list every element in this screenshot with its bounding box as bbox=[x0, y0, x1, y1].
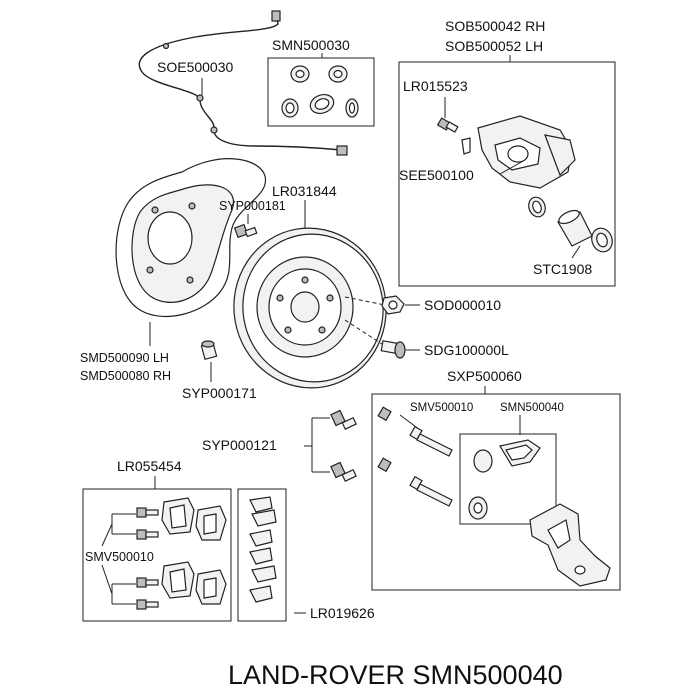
label-smv500010-b: SMV500010 bbox=[85, 550, 154, 564]
brake-pads-lower bbox=[161, 561, 227, 605]
guide-bolts-upper bbox=[377, 406, 453, 457]
brake-pads-upper bbox=[161, 497, 227, 541]
bleed-screw bbox=[436, 117, 459, 133]
seal-kit-box bbox=[267, 57, 375, 127]
label-lr055454: LR055454 bbox=[117, 458, 182, 474]
label-sob-lh: SOB500052 LH bbox=[445, 38, 543, 54]
bolt-syp000181 bbox=[233, 223, 258, 239]
guide-bolts-lower bbox=[377, 457, 453, 507]
brake-disc bbox=[233, 227, 387, 389]
footer-part-number: LAND-ROVER SMN500040 bbox=[228, 660, 563, 690]
leader-stc1908 bbox=[571, 245, 581, 259]
label-sdg100000l: SDG100000L bbox=[424, 342, 509, 358]
label-lr015523: LR015523 bbox=[403, 78, 468, 94]
leader-sdg-dash bbox=[344, 319, 386, 347]
label-smn500040: SMN500040 bbox=[500, 402, 564, 414]
label-sxp500060: SXP500060 bbox=[447, 368, 522, 384]
bolt-syp000171 bbox=[200, 340, 218, 361]
wear-sensor-cable bbox=[138, 10, 348, 156]
label-soe500030: SOE500030 bbox=[157, 59, 233, 75]
label-stc1908: STC1908 bbox=[533, 261, 592, 277]
label-see500100: SEE500100 bbox=[399, 167, 474, 183]
bolts-syp000121 bbox=[330, 409, 357, 482]
label-lr031844: LR031844 bbox=[272, 183, 337, 199]
slide-pin-kit-box bbox=[459, 433, 557, 525]
pad-bolts bbox=[136, 507, 159, 610]
label-syp000171: SYP000171 bbox=[182, 385, 257, 401]
leader-see500100 bbox=[499, 159, 526, 175]
leader-smv500010-b-lower bbox=[101, 564, 136, 605]
label-sob-rh: SOB500042 RH bbox=[445, 18, 545, 34]
carrier-box bbox=[371, 393, 621, 591]
caliper-carrier bbox=[529, 503, 611, 587]
bolt-sdg100000l bbox=[380, 340, 406, 359]
label-smd-rh: SMD500080 RH bbox=[80, 369, 171, 383]
clip-kit-box bbox=[237, 488, 287, 622]
nut-sod000010 bbox=[381, 295, 405, 315]
pad-clips bbox=[249, 496, 277, 603]
label-syp000181: SYP000181 bbox=[219, 199, 286, 213]
caliper-body bbox=[461, 115, 576, 189]
label-sod000010: SOD000010 bbox=[424, 297, 501, 313]
piston-seal-parts bbox=[528, 196, 613, 253]
label-syp000121: SYP000121 bbox=[202, 437, 277, 453]
leader-smv500010-b-upper bbox=[101, 513, 136, 547]
seal-kit-parts bbox=[281, 65, 359, 118]
label-smv500010: SMV500010 bbox=[410, 402, 473, 414]
label-smd-lh: SMD500090 LH bbox=[80, 351, 169, 365]
slide-pin-kit-parts bbox=[468, 439, 541, 520]
leader-syp000121 bbox=[304, 417, 330, 473]
pad-set-box bbox=[82, 488, 232, 622]
backing-plate bbox=[115, 158, 266, 318]
label-smn500030: SMN500030 bbox=[272, 37, 350, 53]
caliper-box bbox=[398, 61, 616, 287]
label-lr019626: LR019626 bbox=[310, 605, 375, 621]
